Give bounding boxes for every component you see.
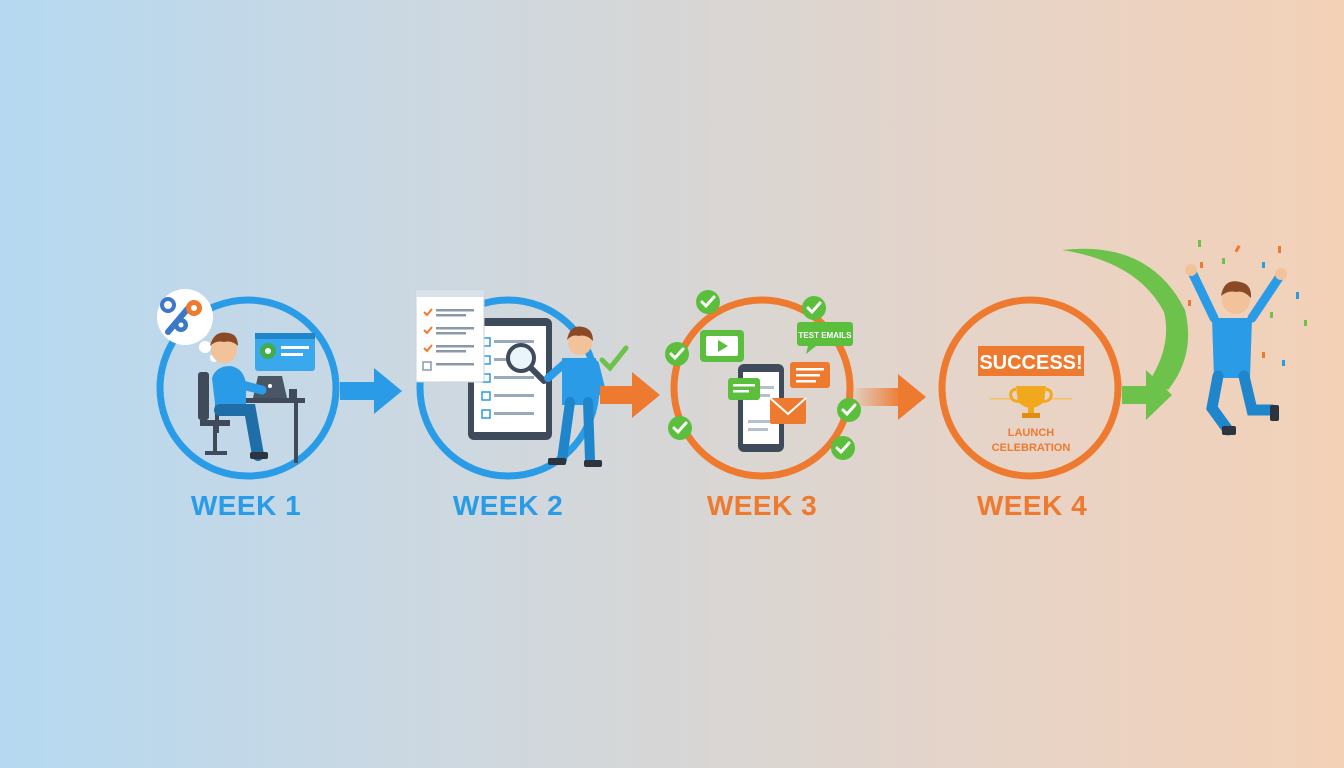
week1-circle [156, 296, 340, 480]
test-emails-text: TEST EMAILS [799, 331, 853, 340]
week1-label: WEEK 1 [190, 490, 302, 521]
success-text: SUCCESS! [979, 352, 1082, 374]
week2-step [415, 289, 660, 480]
tablet-checklist-icon [468, 318, 552, 440]
check-badge-icon [831, 436, 855, 460]
arrow-week1-to-week2 [340, 368, 402, 414]
launch-text: LAUNCH [1008, 427, 1054, 439]
settings-screen-icon [255, 333, 315, 371]
week3-step: TEST EMAILS [665, 290, 926, 480]
video-bubble-icon [700, 330, 744, 362]
arrow-week3-to-week4 [850, 374, 926, 420]
tools-thought-bubble-icon [157, 289, 218, 362]
week4-circle [938, 296, 1122, 480]
week2-label: WEEK 2 [452, 490, 564, 521]
magnifier-icon [506, 343, 547, 384]
check-badge-icon [668, 416, 692, 440]
check-badge-icon [696, 290, 720, 314]
celebrating-person-illustration [1185, 264, 1287, 436]
chat-bubble-orange-icon [790, 362, 830, 388]
trophy-icon [990, 386, 1072, 418]
green-check-icon [599, 345, 629, 372]
test-emails-bubble: TEST EMAILS [797, 322, 853, 354]
celebration-text: CELEBRATION [992, 442, 1071, 454]
email-envelope-icon [769, 397, 807, 424]
week4-label: WEEK 4 [976, 490, 1088, 521]
confetti-decoration [1188, 240, 1307, 366]
week1-step [156, 289, 402, 480]
check-badge-icon [665, 342, 689, 366]
week3-label: WEEK 3 [706, 490, 818, 521]
check-badge-icon [802, 296, 826, 320]
green-curved-arrow [1062, 248, 1189, 420]
worker-at-desk-illustration [198, 332, 305, 463]
checklist-window-icon [415, 289, 485, 383]
success-banner: SUCCESS! [978, 346, 1084, 376]
arrow-week2-to-week3 [600, 372, 660, 418]
week4-step: SUCCESS! LAUNCH CELEBRATION [938, 240, 1307, 480]
chat-bubble-green-icon [728, 378, 760, 400]
